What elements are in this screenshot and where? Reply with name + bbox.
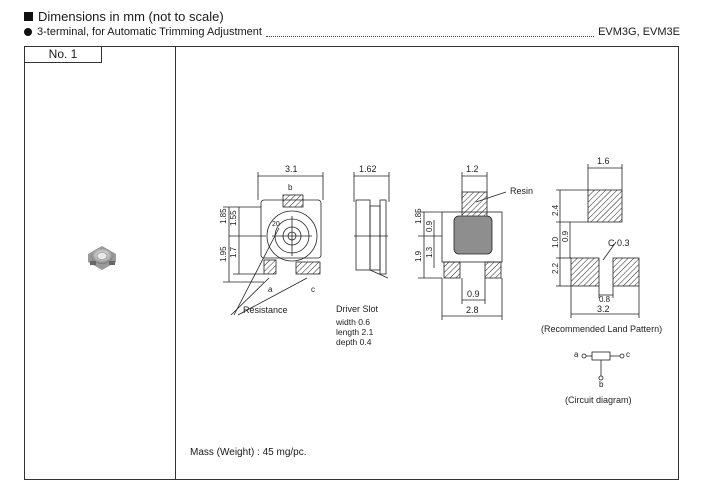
dim-09-front: 0.9 xyxy=(425,220,434,232)
circuit-b: b xyxy=(599,380,604,389)
dim-09-land: 0.9 xyxy=(561,230,570,242)
dim-08-land: 0.8 xyxy=(599,295,611,304)
front-view xyxy=(418,172,507,320)
label-c-top: c xyxy=(311,285,315,294)
c03-label: C 0.3 xyxy=(608,238,630,248)
side-view xyxy=(353,172,390,279)
dim-top-width: 3.1 xyxy=(285,164,298,174)
land-pattern xyxy=(556,164,640,318)
dim-front-top: 1.2 xyxy=(466,164,479,174)
label-b-top: b xyxy=(288,183,293,192)
column-divider xyxy=(175,46,176,480)
top-view xyxy=(223,172,324,316)
dim-185-front: 1.85 xyxy=(414,208,423,224)
land-pattern-caption: (Recommended Land Pattern) xyxy=(541,324,662,334)
circuit-diagram xyxy=(581,351,625,381)
resin-label: Resin xyxy=(510,186,533,196)
circuit-c: c xyxy=(626,350,630,359)
circuit-a: a xyxy=(574,350,579,359)
dim-land-top: 1.6 xyxy=(597,156,610,166)
item-number-box: No. 1 xyxy=(24,46,102,63)
driver-slot-title: Driver Slot xyxy=(336,304,379,314)
dim-195-top: 1.95 xyxy=(219,246,228,262)
bullet-icon xyxy=(24,28,32,36)
driver-slot-length: length 2.1 xyxy=(336,327,374,337)
spec-frame xyxy=(24,46,679,480)
dim-155-top: 1.55 xyxy=(229,210,238,226)
section-title-text: Dimensions in mm (not to scale) xyxy=(38,9,224,24)
dim-185-top: 1.85 xyxy=(219,208,228,224)
dim-17-top: 1.7 xyxy=(229,246,238,258)
dim-19-front: 1.9 xyxy=(414,250,423,262)
mass-weight: Mass (Weight) : 45 mg/pc. xyxy=(190,447,307,458)
dimension-drawing: 3.1 b 1.85 1.55 1.95 1.7 20 a c Resistan… xyxy=(219,156,662,405)
label-a-top: a xyxy=(268,285,273,294)
square-bullet-icon xyxy=(24,12,33,21)
dim-front-width: 2.8 xyxy=(466,305,479,315)
model-numbers: EVM3G, EVM3E xyxy=(598,26,680,38)
dim-land-width: 3.2 xyxy=(597,304,610,314)
product-line: 3-terminal, for Automatic Trimming Adjus… xyxy=(24,26,680,38)
product-description: 3-terminal, for Automatic Trimming Adjus… xyxy=(37,26,262,38)
dotted-leader xyxy=(265,28,595,37)
dim-10-land: 1.0 xyxy=(551,236,560,248)
label-20: 20 xyxy=(272,221,280,228)
dim-side-width: 1.62 xyxy=(359,164,377,174)
driver-slot-depth: depth 0.4 xyxy=(336,337,372,347)
driver-slot-width: width 0.6 xyxy=(335,317,370,327)
dim-24-land: 2.4 xyxy=(551,204,560,216)
dim-09-bottom: 0.9 xyxy=(467,289,480,299)
dim-22-land: 2.2 xyxy=(551,262,560,274)
circuit-caption: (Circuit diagram) xyxy=(565,395,632,405)
product-photo xyxy=(88,246,116,270)
resistance-label: Resistance xyxy=(243,305,288,315)
dim-13-front: 1.3 xyxy=(425,246,434,258)
section-title: Dimensions in mm (not to scale) xyxy=(24,9,224,24)
